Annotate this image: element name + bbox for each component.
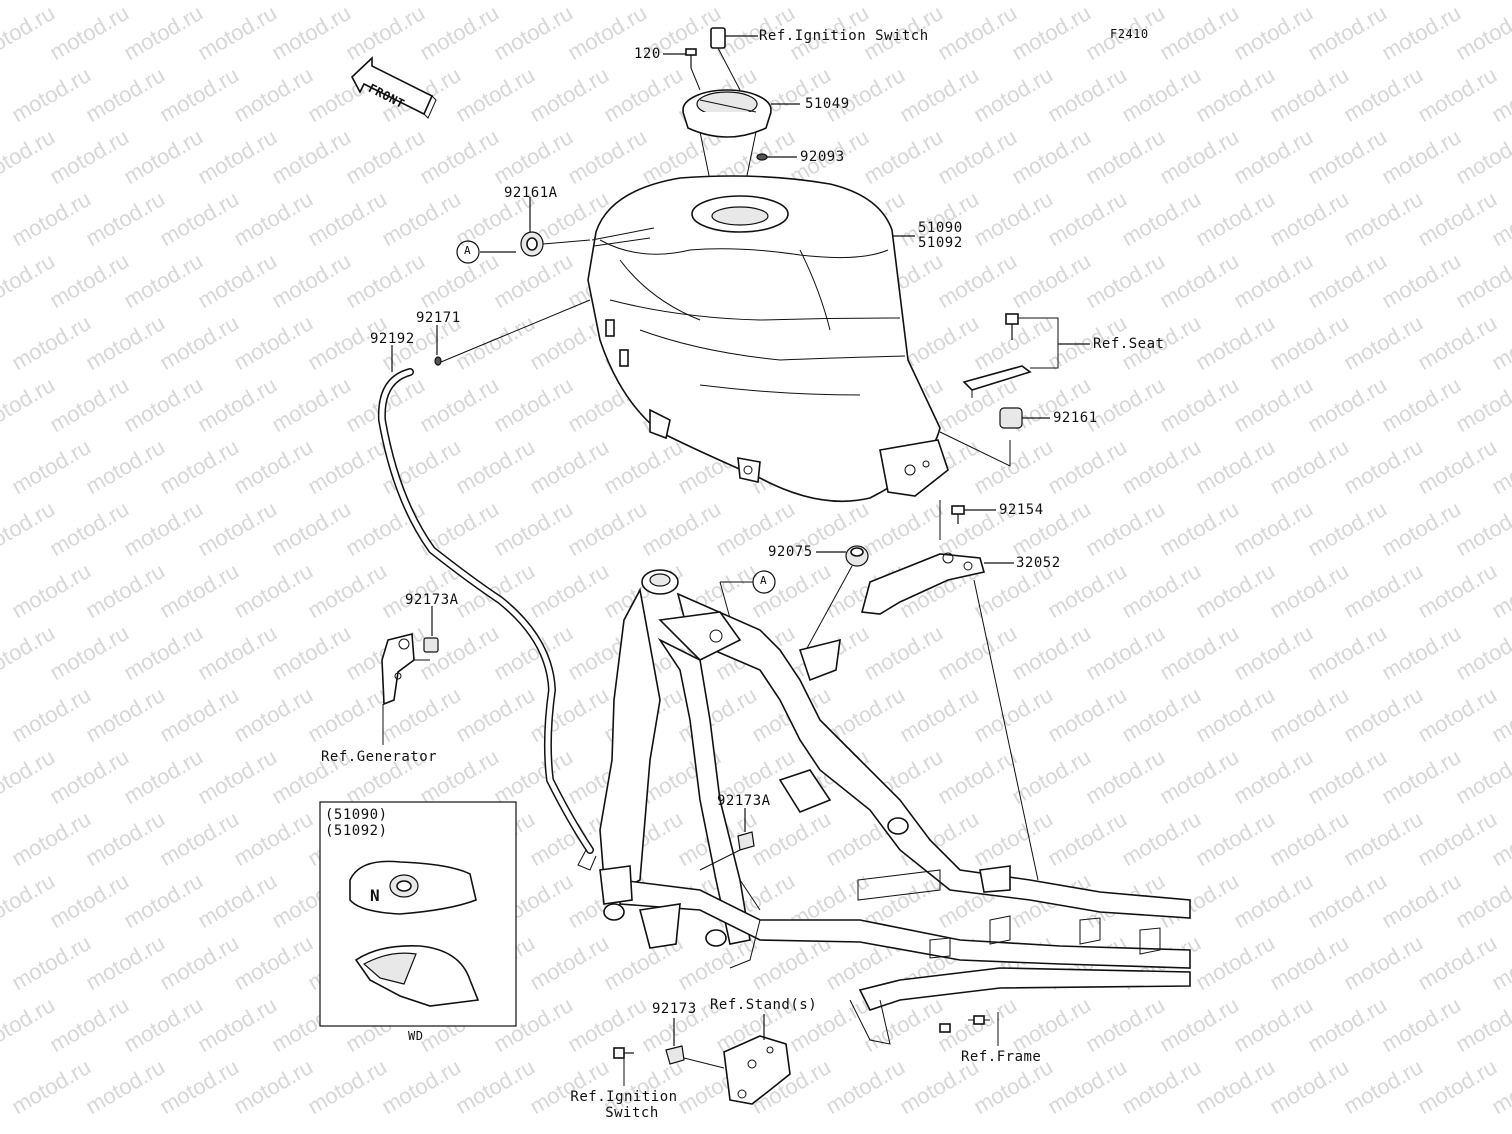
- label-ref-seat: Ref.Seat: [1093, 336, 1165, 352]
- label-ref-frame: Ref.Frame: [961, 1049, 1042, 1065]
- inset-label-51090: (51090): [325, 807, 388, 823]
- callout-a-top: [456, 240, 480, 264]
- grommet-92075: [805, 545, 869, 651]
- label-ref-ignition-switch-top: Ref.Ignition Switch: [759, 28, 929, 44]
- label-92171: 92171: [416, 310, 461, 326]
- clamp-92173a-left: [381, 606, 439, 745]
- callout-a-lower-letter: A: [760, 574, 768, 587]
- inset-box: [319, 801, 517, 1027]
- inset-caption: WD: [408, 1029, 424, 1043]
- label-51092: 51092: [918, 235, 963, 251]
- label-51090: 51090: [918, 220, 963, 236]
- bolt-120: [663, 48, 701, 91]
- label-92075: 92075: [768, 544, 813, 560]
- clip-92171: [434, 299, 591, 366]
- gasket-92093: [756, 153, 797, 161]
- callout-a-top-letter: A: [464, 244, 472, 257]
- seat-bolt-bracket: [962, 313, 1090, 398]
- label-92192: 92192: [370, 331, 415, 347]
- bracket-32052: [860, 552, 1039, 881]
- label-92173a-left: 92173A: [405, 592, 459, 608]
- inset-label-51092: (51092): [325, 823, 388, 839]
- fuel-tank-51090: [587, 175, 949, 503]
- frame-assembly: [599, 569, 1191, 1046]
- figure-code: F2410: [1110, 27, 1149, 41]
- label-92173a-mid: 92173A: [717, 793, 771, 809]
- label-51049: 51049: [805, 96, 850, 112]
- label-120: 120: [634, 46, 661, 62]
- fuel-cap-51049: [682, 89, 800, 191]
- label-ref-stand: Ref.Stand(s): [710, 997, 818, 1013]
- clamp-92173: [665, 1018, 725, 1069]
- label-ref-ignition-switch-bottom-2: Switch: [605, 1105, 659, 1121]
- label-92161a: 92161A: [504, 185, 558, 201]
- grommet-92161a: [480, 197, 591, 257]
- label-ref-generator: Ref.Generator: [321, 749, 438, 765]
- front-arrow-icon: [351, 56, 437, 119]
- label-92093: 92093: [800, 149, 845, 165]
- stand-bracket: [723, 1014, 791, 1105]
- label-92161: 92161: [1053, 410, 1098, 426]
- damper-92161: [939, 407, 1050, 467]
- breather-hose-92192: [377, 345, 597, 871]
- label-32052: 32052: [1016, 555, 1061, 571]
- clamp-92173a-mid: [699, 808, 755, 871]
- bolt-ignition-switch-bottom: [613, 1047, 634, 1086]
- label-92173: 92173: [652, 1001, 697, 1017]
- ignition-switch-collar: [710, 27, 758, 91]
- inset-badge: N: [370, 886, 381, 905]
- label-92154: 92154: [999, 502, 1044, 518]
- label-ref-ignition-switch-bottom-1: Ref.Ignition: [570, 1089, 678, 1105]
- bolt-92154: [939, 500, 996, 540]
